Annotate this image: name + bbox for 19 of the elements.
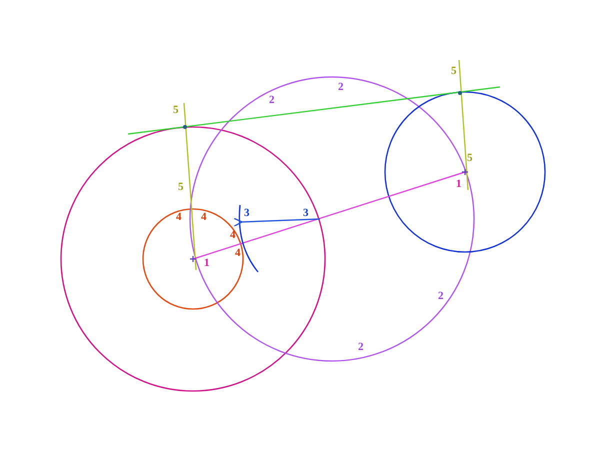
step-number: 3 [244, 208, 250, 219]
center-point [189, 255, 197, 263]
step-number: 3 [303, 208, 308, 219]
step-number: 5 [467, 153, 472, 164]
step-number: 4 [235, 248, 240, 259]
step-number: 1 [204, 258, 210, 269]
step-number: 5 [451, 66, 456, 77]
step-number: 5 [178, 182, 184, 193]
step-number: 4 [176, 212, 182, 223]
center-line [192, 171, 466, 260]
center-point [461, 168, 469, 176]
step-number: 4 [230, 230, 236, 241]
step-number: 2 [358, 342, 364, 353]
step-number: 1 [456, 179, 462, 190]
step-number: 5 [173, 105, 178, 116]
step-number: 4 [201, 212, 206, 223]
step-number: 2 [438, 291, 444, 302]
step-number: 2 [269, 95, 274, 106]
step-number: 2 [338, 82, 344, 93]
